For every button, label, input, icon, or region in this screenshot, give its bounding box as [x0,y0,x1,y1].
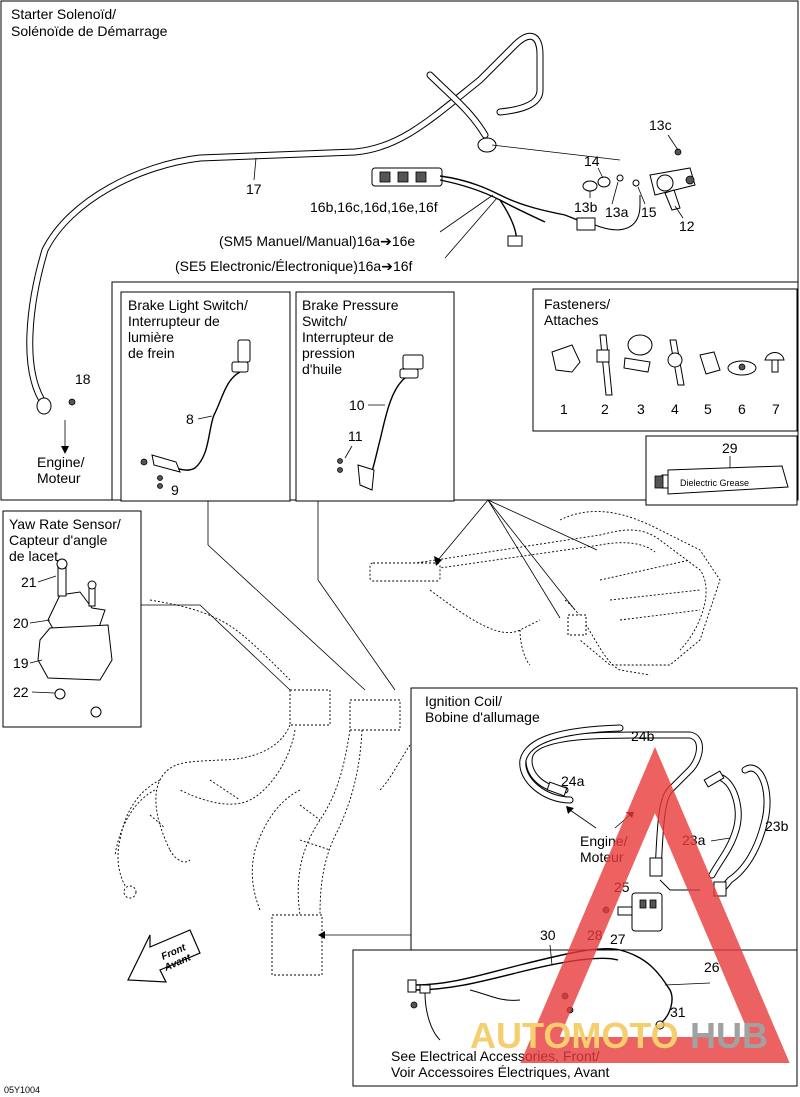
callout-22: 22 [13,684,29,700]
fastener-4 [667,339,685,386]
leader-a [437,499,489,561]
callout-10: 10 [349,397,365,413]
callout-13b: 13b [574,199,598,215]
leader-c [487,499,598,551]
brake-pressure-title-5: d'huile [302,361,342,377]
brake-light-title-3: lumière [128,329,174,345]
callout-26: 26 [704,959,720,975]
starter-title-2: Solénoïde de Démarrage [11,23,168,39]
callout-11: 11 [348,428,363,444]
watermark-logo: AUTOMOTO HUB [470,746,790,1063]
fasteners-title-1: Fasteners/ [544,296,610,312]
fastener-6 [727,360,757,376]
callout-2: 2 [601,401,609,417]
callout-21: 21 [21,574,37,590]
leader-b [487,499,576,611]
callout-30: 30 [540,927,556,943]
watermark-text-1: AUTOMOTO [470,1015,679,1056]
brake-pressure-switch-part [337,354,424,491]
fastener-3 [623,334,653,373]
callout-13a: 13a [605,204,629,220]
svg-text:Dielectric Grease: Dielectric Grease [680,478,749,488]
fastener-1 [551,344,581,373]
callout-17: 17 [246,181,262,197]
sm5-note: (SM5 Manuel/Manual)16a➔16e [219,233,415,249]
callout-1: 1 [560,401,568,417]
brake-pressure-title-3: Interrupteur de [302,329,394,345]
callout-7: 7 [772,401,780,417]
callout-27: 27 [610,931,626,947]
solenoid-12 [582,148,696,231]
engine-label-1: Engine/ [37,454,85,470]
brake-light-switch-part [140,339,251,489]
leader-yaw [141,604,291,691]
callout-15: 15 [641,204,657,220]
callout-12: 12 [679,218,695,234]
fastener-5 [699,351,721,375]
fasteners-title-2: Attaches [544,312,598,328]
se5-note: (SE5 Electronic/Électronique)16a➔16f [175,258,413,274]
ignition-lower-box [352,949,798,1087]
brake-light-title-1: Brake Light Switch/ [128,297,248,313]
nut-18 [68,398,76,406]
starter-cable-17 [26,32,544,415]
brake-light-switch-box [120,291,291,502]
callout-23b: 23b [765,818,789,834]
callout-31: 31 [670,1004,686,1020]
callout-18: 18 [75,371,91,387]
leader-d [487,499,561,619]
fastener-7 [764,352,785,373]
brake-light-title-4: de frein [128,345,175,361]
brake-pressure-title-2: Switch/ [302,313,347,329]
callout-24b: 24b [631,728,655,744]
main-harness-dashed [114,511,721,976]
starter-title-1: Starter Solenoïd/ [11,6,116,22]
callout-6: 6 [738,401,746,417]
callout-20: 20 [13,615,29,631]
bolt-26 [664,982,711,986]
see-accessories-2: Voir Accessoires Électriques, Avant [391,1064,610,1080]
callout-3: 3 [637,401,645,417]
watermark-triangle-icon [520,746,790,1063]
harness-16 [371,167,596,247]
callout-8: 8 [186,411,194,427]
engine-arrow-head [61,446,69,454]
callout-14: 14 [584,153,600,169]
engine-label-2: Moteur [37,470,81,486]
brake-pressure-switch-box [295,291,455,502]
callout-24a: 24a [561,773,585,789]
yaw-title-2: Capteur d'angle [9,532,108,548]
brake-pressure-title-1: Brake Pressure [302,297,399,313]
callout-19: 19 [13,655,29,671]
callout-4: 4 [671,401,679,417]
yaw-title-3: de lacet [9,548,58,564]
watermark-text-2: HUB [690,1015,768,1056]
grease-tube-29: Dielectric Grease [654,465,789,495]
ignition-title-2: Bobine d'allumage [425,709,540,725]
brake-pressure-title-4: pression [302,345,355,361]
harness-parts-label: 16b,16c,16d,16e,16f [310,199,438,215]
diagram-code: 05Y1004 [4,1085,40,1095]
yaw-title-1: Yaw Rate Sensor/ [9,516,121,532]
yaw-rate-sensor-part [37,558,113,718]
callout-9: 9 [171,482,179,498]
ignition-title-1: Ignition Coil/ [425,693,502,709]
callout-29: 29 [722,440,738,456]
ignition-harness-30 [407,947,673,1041]
brake-light-title-2: Interrupteur de [128,313,220,329]
fastener-2 [596,334,613,396]
front-arrow-icon: Front Avant [127,929,201,983]
callout-13c: 13c [649,117,672,133]
callout-5: 5 [704,401,712,417]
